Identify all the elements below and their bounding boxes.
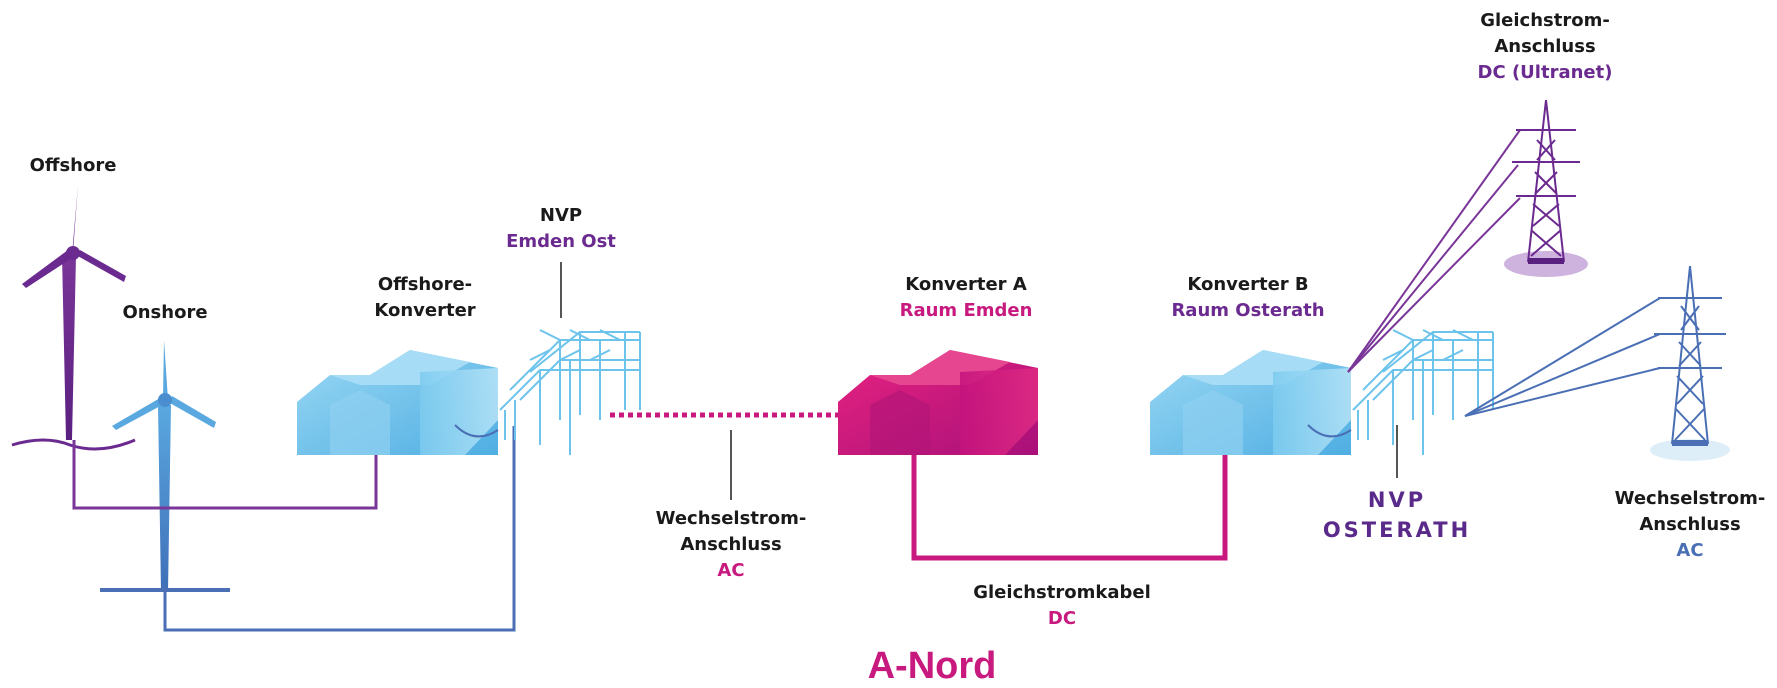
konverter-b-line2: Raum Osterath xyxy=(1171,300,1325,321)
wechselstrom-mid-line1: Wechselstrom- xyxy=(655,508,807,529)
gleichstromkabel-line2: DC xyxy=(1047,608,1077,629)
offshore-konverter-line1: Offshore- xyxy=(377,274,473,295)
onshore-label: Onshore xyxy=(122,300,207,326)
offshore-label: Offshore xyxy=(30,153,117,179)
offshore-konverter-line2: Konverter xyxy=(374,300,476,321)
ac-right-lines xyxy=(1464,297,1661,417)
gleichstrom-anschluss-line1: Gleichstrom- xyxy=(1480,10,1610,31)
nvp-emden-line2: Emden Ost xyxy=(506,231,616,252)
offshore-turbine-icon xyxy=(11,185,136,451)
gleichstrom-anschluss-label: Gleichstrom- Anschluss DC (Ultranet) xyxy=(1478,8,1613,86)
konverter-a-building-icon xyxy=(838,350,1038,455)
onshore-text: Onshore xyxy=(122,302,208,323)
gleichstromkabel-label: Gleichstromkabel DC xyxy=(973,580,1151,632)
wechselstrom-right-line1: Wechselstrom- xyxy=(1614,488,1766,509)
nvp-emden-label: NVP Emden Ost xyxy=(506,203,616,255)
wechselstrom-mid-line2: Anschluss xyxy=(680,534,782,555)
gleichstrom-anschluss-line3: DC (Ultranet) xyxy=(1477,62,1613,83)
offshore-connection-line xyxy=(72,440,378,510)
offshore-text: Offshore xyxy=(29,155,117,176)
nvp-osterath-line1: NVP xyxy=(1367,488,1427,512)
gleichstrom-anschluss-line2: Anschluss xyxy=(1494,36,1596,57)
konverter-a-line1: Konverter A xyxy=(905,274,1027,295)
dc-pylon-icon xyxy=(1504,99,1588,277)
onshore-turbine-icon xyxy=(100,340,230,592)
konverter-b-line1: Konverter B xyxy=(1187,274,1309,295)
nvp-emden-substation-icon xyxy=(499,329,641,455)
wechselstrom-right-label: Wechselstrom- Anschluss AC xyxy=(1615,486,1766,564)
gleichstromkabel-line1: Gleichstromkabel xyxy=(973,582,1151,603)
ac-pylon-icon xyxy=(1650,265,1730,461)
nvp-emden-line1: NVP xyxy=(539,205,583,226)
nvp-osterath-label: NVP OSTERATH xyxy=(1323,485,1471,545)
konverter-a-line2: Raum Emden xyxy=(899,300,1033,321)
offshore-konverter-label: Offshore- Konverter xyxy=(374,272,475,324)
page-title: A-Nord xyxy=(867,645,997,687)
nvp-osterath-substation-icon xyxy=(1352,329,1494,455)
konverter-b-building-icon xyxy=(1150,350,1352,455)
wechselstrom-mid-label: Wechselstrom- Anschluss AC xyxy=(656,506,807,584)
dc-ultranet-lines xyxy=(1347,129,1521,373)
wechselstrom-mid-line3: AC xyxy=(717,560,745,581)
dc-cable-line xyxy=(911,455,1228,561)
nvp-osterath-line2: OSTERATH xyxy=(1322,518,1472,542)
konverter-b-label: Konverter B Raum Osterath xyxy=(1171,272,1324,324)
onshore-connection-line xyxy=(163,426,516,632)
konverter-a-label: Konverter A Raum Emden xyxy=(900,272,1033,324)
offshore-konverter-building-icon xyxy=(297,350,499,455)
wechselstrom-right-line3: AC xyxy=(1676,540,1704,561)
wechselstrom-right-line2: Anschluss xyxy=(1639,514,1741,535)
